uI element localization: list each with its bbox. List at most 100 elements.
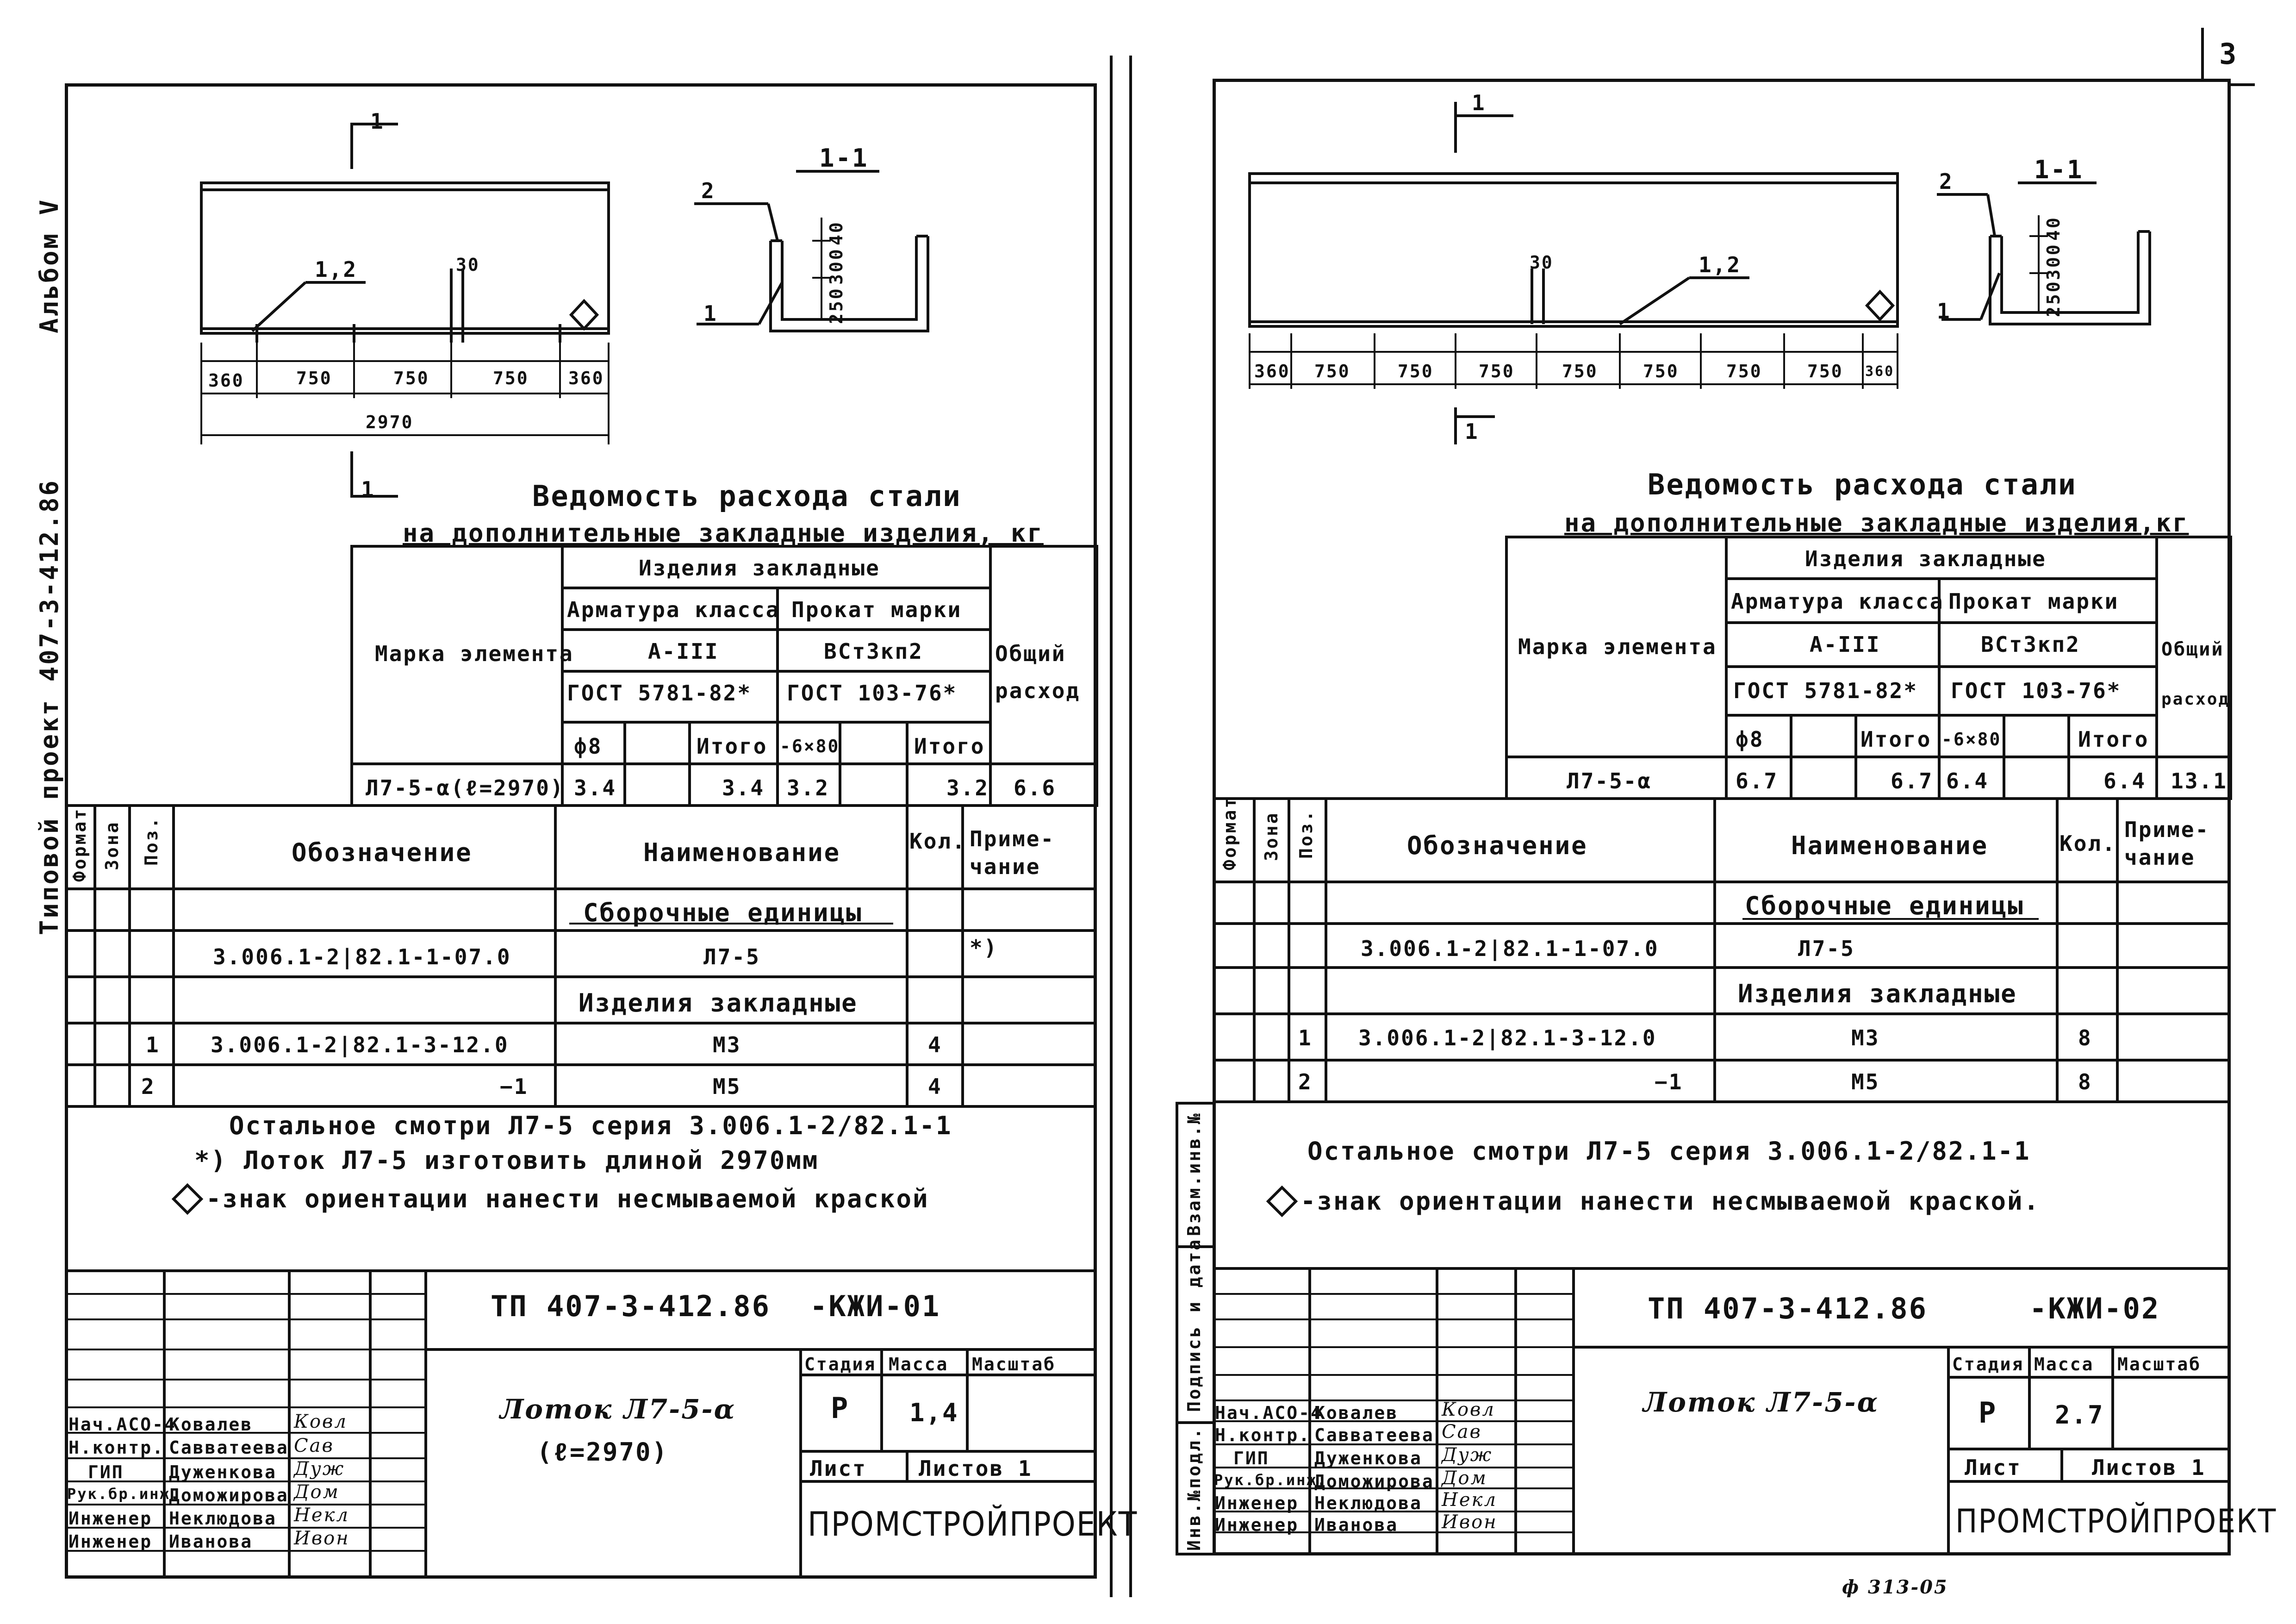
s2-section-mark-top: 1 — [1472, 90, 1486, 115]
s1-spec-row2-pos: 2 — [141, 1074, 156, 1099]
s1-spec-assembly-note: *) — [970, 935, 998, 960]
s1-spec-assembly-name: Л7-5 — [703, 944, 760, 969]
s1-dim-2: 750 — [393, 368, 429, 388]
s2-stamp-org: ПРОМСТРОЙПРОЕКТ — [1955, 1502, 2277, 1540]
s1-steel-row-itogo2: 3.2 — [946, 775, 989, 800]
s2-steel-c-itogo: Итого — [1860, 727, 1932, 752]
s2-person-0-sig: Ковл — [1442, 1399, 1495, 1420]
s1-leader-label: 1,2 — [315, 257, 358, 282]
s1-dim-3: 750 — [493, 368, 529, 388]
s1-spec-row1-name: М3 — [713, 1032, 741, 1057]
s1-steel-c-itogo2: Итого — [914, 734, 985, 759]
s1-steel-c-itogo: Итого — [697, 734, 768, 759]
s2-person-3-sig: Дом — [1442, 1468, 1487, 1489]
s2-steel-row-phi: 6.7 — [1736, 768, 1779, 793]
s1-person-3-name: Доможирова — [169, 1485, 289, 1505]
s2-dim-6: 750 — [1726, 361, 1762, 381]
s1-steel-title-2: на дополнительные закладные изделия, кг — [403, 518, 1044, 548]
s1-spec-assembly-code: 3.006.1-2|82.1-1-07.0 — [213, 944, 511, 969]
s1-steel-c-phi: ф8 — [574, 734, 603, 759]
s1-steel-row-total: 6.6 — [1014, 775, 1057, 800]
s1-steel-a-class: А-III — [648, 639, 719, 664]
s2-steel-h-element: Марка элемента — [1518, 634, 1717, 659]
s1-stamp-title-2: (ℓ=2970) — [537, 1437, 668, 1467]
s1-steel-h-total: Общий — [995, 641, 1066, 666]
s1-stamp-doc-suffix: -КЖИ-01 — [810, 1289, 941, 1323]
s2-stamp-grid — [1213, 1267, 2231, 1555]
s2-person-1-role: Н.контр. — [1215, 1425, 1311, 1445]
s1-stamp-stage: Р — [831, 1391, 850, 1425]
s1-person-5-sig: Ивон — [294, 1528, 350, 1549]
s1-stamp-mass: 1,4 — [909, 1398, 959, 1427]
s2-steel-row-mark: Л7-5-α — [1567, 768, 1652, 793]
s1-spec-table-grid — [65, 804, 1097, 1108]
s2-person-0-name: Ковалев — [1314, 1403, 1399, 1423]
s2-person-4-name: Неклюдова — [1314, 1493, 1422, 1513]
s2-spec-assembly-name: Л7-5 — [1798, 936, 1855, 961]
s2-margin-divider-2 — [1176, 1421, 1213, 1424]
s2-steel-h-total2: расход — [2161, 690, 2230, 709]
s1-dim-4: 360 — [568, 368, 604, 388]
s1-section-mark-top: 1 — [370, 109, 385, 134]
s2-spec-row1-name: М3 — [1851, 1025, 1880, 1050]
s1-dim-0: 360 — [208, 370, 244, 391]
s2-spec-row2-code: −1 — [1655, 1069, 1683, 1094]
s1-steel-gost2: ГОСТ 103-76* — [787, 681, 958, 706]
s2-steel-title-2: на дополнительные закладные изделия,кг — [1564, 508, 2189, 537]
s1-stamp-sheet: Лист — [810, 1456, 867, 1481]
s2-steel-c-itogo2: Итого — [2078, 727, 2149, 752]
s1-steel-grade: ВСт3кп2 — [824, 639, 923, 664]
s2-person-3-name: Доможирова — [1314, 1471, 1434, 1492]
s1-stamp-grid — [65, 1269, 1097, 1576]
s1-dim-1: 750 — [296, 368, 332, 388]
s1-person-4-role: Инженер — [68, 1508, 153, 1529]
s1-steel-row-itogo: 3.4 — [722, 775, 765, 800]
s2-person-2-role: ГИП — [1233, 1448, 1269, 1468]
s2-steel-gost2: ГОСТ 103-76* — [1951, 678, 2122, 703]
s2-steel-row-itogo: 6.7 — [1891, 768, 1934, 793]
s2-steel-row-total: 13.1 — [2171, 768, 2228, 793]
s2-person-2-sig: Дуж — [1442, 1444, 1493, 1466]
s2-spec-table-grid — [1213, 797, 2231, 1103]
s1-person-1-sig: Сав — [294, 1435, 334, 1456]
s1-spec-h-note2: чание — [970, 854, 1041, 879]
s2-spec-h-note: Приме- — [2124, 817, 2210, 842]
s1-stamp-h-mass: Масса — [889, 1354, 949, 1374]
s2-dim-0: 360 — [1254, 361, 1290, 381]
s2-stamp-h-scale: Масштаб — [2117, 1354, 2202, 1374]
s1-spec-row2-code: −1 — [500, 1074, 529, 1099]
s1-stamp-doc-code: ТП 407-3-412.86 — [491, 1289, 771, 1323]
s2-dim-4: 750 — [1562, 361, 1598, 381]
s2-orientation-icon — [1266, 1185, 1298, 1218]
s2-spec-h-name: Наименование — [1791, 831, 1989, 860]
s2-spec-sec-embedded: Изделия закладные — [1738, 979, 2017, 1008]
s2-spec-h-qty: Кол. — [2060, 831, 2116, 856]
s2-steel-row-band: 6.4 — [1946, 768, 1989, 793]
s1-person-1-name: Савватеева — [169, 1437, 289, 1458]
s2-stamp-sheets: Листов 1 — [2092, 1455, 2206, 1480]
s2-steel-a-class: А-III — [1810, 632, 1881, 657]
s2-dim-7: 750 — [1807, 361, 1843, 381]
s1-orientation-icon — [171, 1183, 204, 1215]
s2-dim-3: 750 — [1479, 361, 1515, 381]
s2-stamp-h-stage: Стадия — [1952, 1354, 2024, 1374]
s1-person-2-name: Дуженкова — [169, 1462, 277, 1482]
s1-spec-h-qty: Кол. — [909, 829, 966, 854]
s2-steel-h-total: Общий — [2161, 639, 2224, 660]
s1-stamp-sheets: Листов 1 — [919, 1456, 1033, 1481]
s2-spec-row1-qty: 8 — [2078, 1025, 2092, 1050]
s1-spec-h-note: Приме- — [970, 826, 1055, 851]
s2-stamp-stage: Р — [1979, 1396, 1997, 1430]
s2-stamp-doc-code: ТП 407-3-412.86 — [1648, 1292, 1928, 1325]
s1-dim-total: 2970 — [366, 412, 414, 432]
s1-spec-row1-code: 3.006.1-2|82.1-3-12.0 — [211, 1032, 509, 1057]
s2-person-2-name: Дуженкова — [1314, 1448, 1422, 1468]
s2-stamp-title-1: Лоток Л7-5-α — [1643, 1387, 1879, 1418]
s1-person-2-role: ГИП — [88, 1462, 124, 1482]
s1-steel-h-total2: расход — [995, 678, 1081, 703]
s2-person-1-sig: Сав — [1442, 1421, 1482, 1443]
s2-margin-divider-1 — [1176, 1245, 1213, 1248]
s2-dim-5: 750 — [1643, 361, 1679, 381]
s2-person-4-sig: Некл — [1442, 1489, 1497, 1511]
s1-note-1: Остальное смотри Л7-5 серия 3.006.1-2/82… — [229, 1111, 952, 1140]
